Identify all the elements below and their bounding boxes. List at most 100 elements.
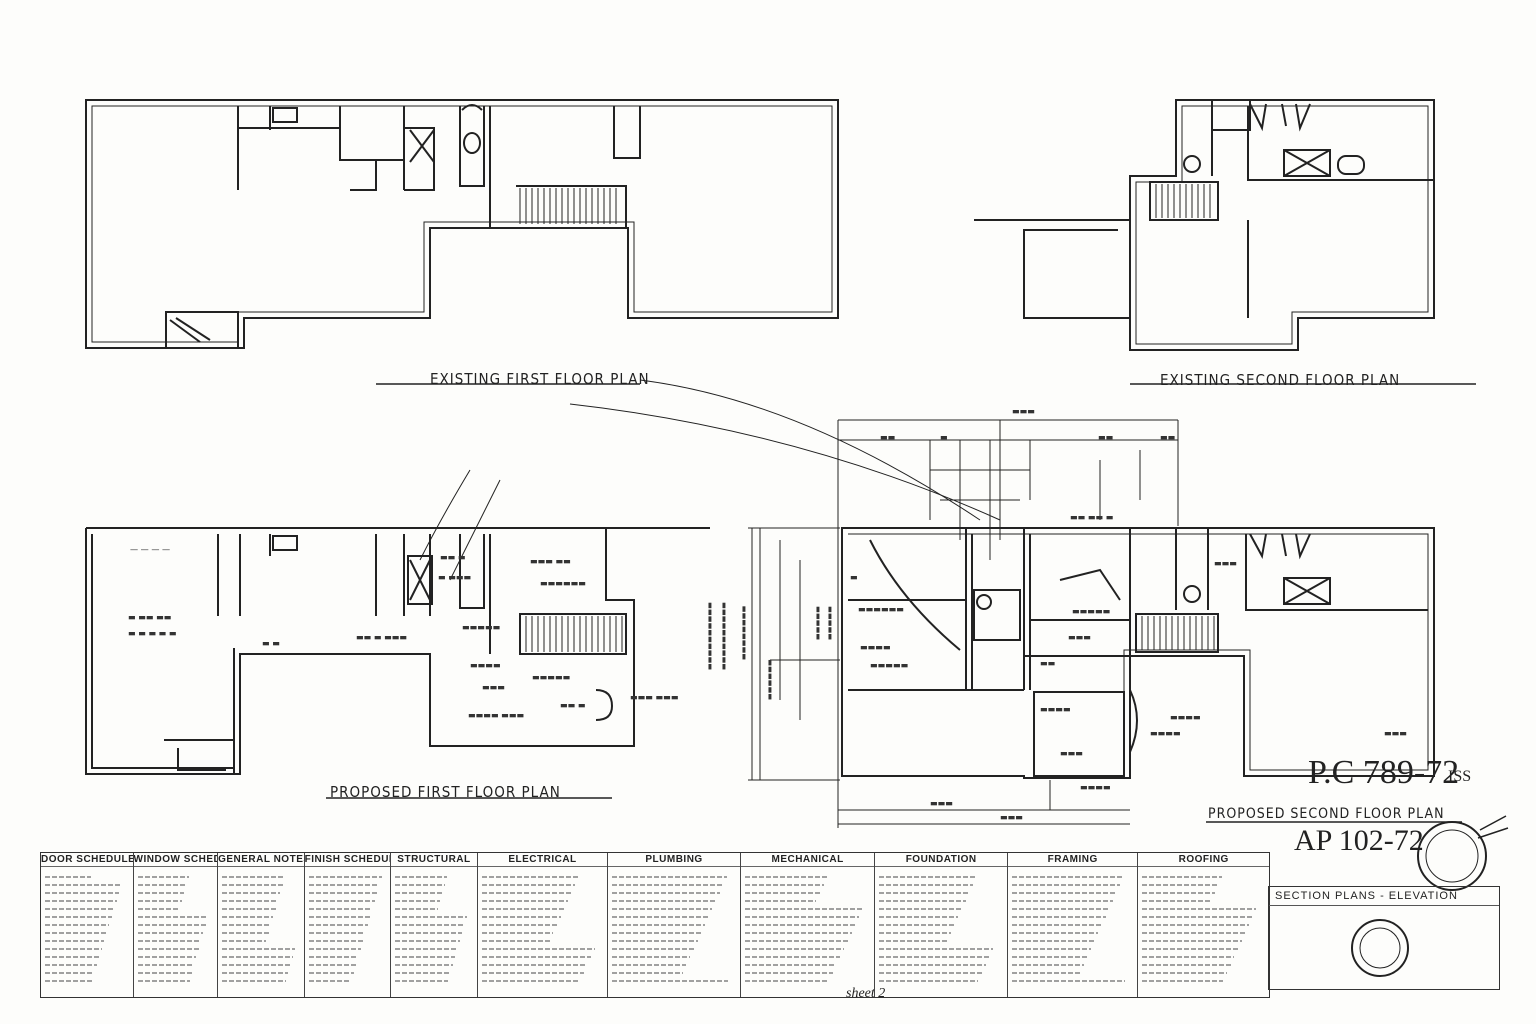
schedule-column-header: FINISH SCHEDULE — [304, 854, 391, 867]
svg-text:▬▬▬: ▬▬▬ — [1000, 813, 1023, 823]
schedule-column: GENERAL NOTES — [218, 853, 305, 997]
schedule-entry-line — [45, 972, 95, 974]
schedule-entry-line — [308, 956, 359, 958]
schedule-entry-line — [222, 916, 274, 918]
permit-suffix: ISS — [1448, 768, 1472, 785]
schedule-entry-line — [1011, 940, 1095, 942]
svg-text:▬▬▬▬: ▬▬▬▬ — [860, 643, 891, 653]
schedule-entry-line — [45, 892, 120, 894]
schedule-entry-line — [744, 940, 848, 942]
svg-text:▬▬▬▬▬: ▬▬▬▬▬ — [870, 661, 908, 671]
schedule-column-header: PLUMBING — [608, 853, 740, 867]
svg-text:▬▬▬▬▬▬: ▬▬▬▬▬▬ — [858, 605, 904, 615]
schedule-entry-line — [395, 940, 460, 942]
schedule-entry-line — [395, 884, 445, 886]
schedule-entry-line — [45, 876, 91, 878]
schedule-entry-line — [879, 884, 974, 886]
schedule-entry-line — [308, 964, 356, 966]
svg-text:▬▬▬▬▬▬▬▬▬▬: ▬▬▬▬▬▬▬▬▬▬ — [705, 602, 714, 670]
svg-text:▬▬▬▬▬: ▬▬▬▬▬ — [1072, 607, 1110, 617]
schedule-column: FINISH SCHEDULE — [304, 853, 392, 997]
schedule-column-header: ELECTRICAL — [477, 853, 608, 867]
schedule-entry-line — [308, 884, 380, 886]
schedule-entry-line — [222, 884, 283, 886]
schedule-entry-line — [879, 948, 994, 950]
schedule-entry-line — [222, 972, 288, 974]
schedule-entry-line — [1011, 972, 1080, 974]
schedule-entry-line — [308, 900, 375, 902]
svg-text:▬▬▬▬▬: ▬▬▬▬▬ — [532, 673, 570, 683]
svg-text:▬▬▬▬: ▬▬▬▬ — [1040, 705, 1071, 715]
svg-text:▬▬▬▬▬: ▬▬▬▬▬ — [825, 606, 834, 640]
schedule-entry-line — [137, 884, 187, 886]
schedule-entry-line — [395, 948, 458, 950]
proposed-first-floor-plan-title: PROPOSED FIRST FLOOR PLAN — [330, 783, 561, 801]
schedule-entry-line — [308, 892, 377, 894]
schedule-entry-line — [137, 948, 199, 950]
schedule-entry-line — [481, 964, 588, 966]
svg-text:▬ ▬ ▬ ▬ ▬: ▬ ▬ ▬ ▬ ▬ — [128, 629, 177, 639]
permit-number: P.C 789-72 — [1308, 754, 1460, 791]
title-block-heading: SECTION PLANS - ELEVATION — [1269, 887, 1499, 906]
existing-first-floor-plan-title: EXISTING FIRST FLOOR PLAN — [430, 370, 650, 388]
schedule-entry-line — [481, 940, 550, 942]
schedule-column-header: ROOFING — [1138, 853, 1270, 867]
schedule-column: DOOR SCHEDULE — [41, 853, 134, 997]
schedule-entry-line — [744, 876, 828, 878]
schedule-entry-line — [395, 908, 438, 910]
schedule-entry-line — [395, 876, 448, 878]
schedule-entry-line — [879, 892, 970, 894]
schedule-entry-line — [395, 980, 448, 982]
schedule-entry-line — [879, 980, 979, 982]
schedule-entry-line — [744, 948, 844, 950]
svg-text:▬▬▬▬ ▬▬▬: ▬▬▬▬ ▬▬▬ — [468, 711, 524, 721]
schedule-column: FRAMING — [1007, 853, 1139, 997]
schedule-entry-line — [137, 900, 183, 902]
schedule-entry-line — [744, 924, 856, 926]
schedule-entry-line — [395, 956, 455, 958]
schedule-entry-line — [222, 980, 286, 982]
svg-text:▬▬ ▬: ▬▬ ▬ — [560, 701, 586, 711]
svg-text:▬▬▬: ▬▬▬ — [1214, 559, 1237, 569]
schedule-entry-line — [308, 924, 368, 926]
schedule-entry-line — [1142, 908, 1257, 910]
schedule-entry-line — [879, 900, 966, 902]
schedule-entry-line — [222, 956, 293, 958]
svg-text:▬▬▬▬▬▬: ▬▬▬▬▬▬ — [540, 579, 586, 589]
schedule-entry-line — [1011, 900, 1113, 902]
schedule-entry-line — [481, 932, 554, 934]
schedule-entry-line — [744, 964, 837, 966]
leader-lines — [419, 379, 1001, 581]
schedule-entry-line — [45, 900, 117, 902]
schedule-entry-line — [395, 972, 451, 974]
schedule-column: MECHANICAL — [740, 853, 876, 997]
schedule-entry-line — [481, 980, 581, 982]
schedule-entry-line — [879, 916, 959, 918]
schedule-entry-line — [395, 900, 441, 902]
svg-text:▬▬▬▬▬▬▬▬▬▬: ▬▬▬▬▬▬▬▬▬▬ — [719, 602, 728, 670]
schedule-entry-line — [45, 908, 115, 910]
svg-text:▬: ▬ — [940, 433, 948, 443]
schedule-entry-line — [308, 932, 366, 934]
schedule-entry-line — [45, 964, 97, 966]
schedule-entry-line — [612, 972, 683, 974]
title-block: SECTION PLANS - ELEVATION — [1268, 886, 1500, 990]
schedule-column: ROOFING — [1138, 853, 1270, 997]
schedule-entry-line — [308, 876, 382, 878]
schedule-entry-line — [744, 972, 833, 974]
schedule-entry-line — [744, 956, 841, 958]
schedule-entry-line — [481, 956, 592, 958]
svg-text:▬▬▬: ▬▬▬ — [1068, 633, 1091, 643]
svg-text:▬▬: ▬▬ — [880, 433, 895, 443]
schedule-entry-line — [395, 916, 467, 918]
schedule-entry-line — [137, 964, 195, 966]
schedule-entry-line — [308, 908, 373, 910]
schedule-entry-line — [45, 948, 102, 950]
approval-stamp-icon — [1417, 821, 1487, 891]
schedule-entry-line — [395, 932, 462, 934]
schedule-entry-line — [1142, 892, 1215, 894]
schedule-entry-line — [308, 972, 354, 974]
schedule-entry-line — [481, 948, 595, 950]
svg-text:▬▬: ▬▬ — [1160, 433, 1175, 443]
schedule-entry-line — [1142, 964, 1231, 966]
